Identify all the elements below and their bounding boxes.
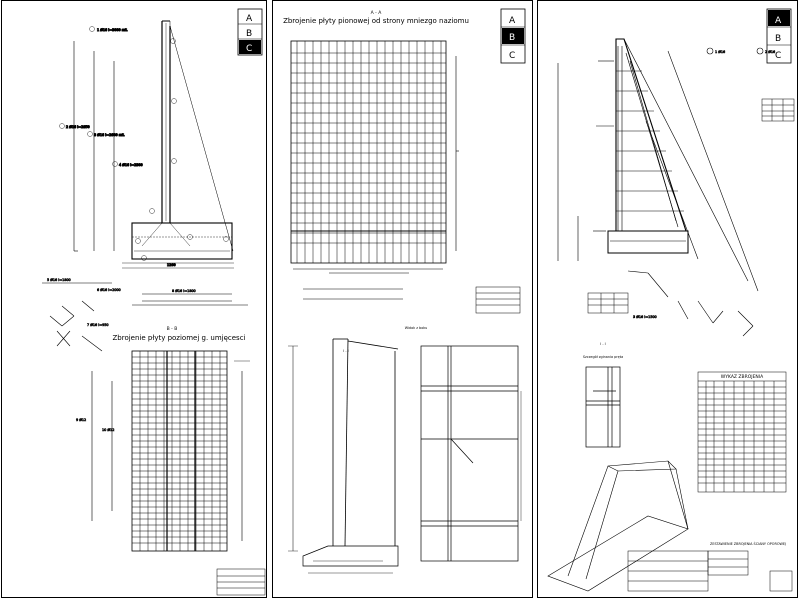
sheet-3-abc-c: C [775, 51, 781, 61]
sheet-2-plan-title: Zbrojenie płyty pionowej od strony mniez… [283, 17, 469, 25]
sheet-2-wall-side-view [288, 338, 399, 574]
svg-text:10 Ø12: 10 Ø12 [102, 427, 114, 432]
sheet-2-drawing: A B C A - A Zbrojenie płyty pionowej od … [283, 8, 526, 574]
sheet-1-callouts [135, 38, 229, 261]
sheet-1-reinforcement-grid [131, 350, 250, 552]
sheet-1-drawing: A B C 1200 1 Ø16 l [42, 8, 266, 596]
svg-text:1 Ø16: 1 Ø16 [715, 49, 725, 54]
sheet-1-abc-block: A B C [237, 8, 263, 56]
sheet-3-abc-block: A B C [766, 8, 792, 64]
drawing-sheet-1: A B C 1200 1 Ø16 l [1, 0, 267, 598]
sheet-1-abc-b: B [246, 29, 252, 39]
sheet-3-bent-bars: 3 Ø16 l=1500 [627, 270, 754, 337]
sheet-3-isometric-wall [547, 460, 689, 592]
sheet-3-abc-b: B [775, 34, 781, 44]
sheet-1-plan-title: Zbrojenie płyty poziomej g. umjęcesci [112, 334, 245, 342]
svg-text:5 Ø16 l=1800: 5 Ø16 l=1800 [47, 277, 71, 282]
svg-text:2 Ø16 l=2850: 2 Ø16 l=2850 [66, 124, 90, 129]
sheet-2-abc-c: C [509, 51, 515, 61]
svg-text:1200: 1200 [167, 263, 176, 267]
svg-text:8 Ø16 l=1800: 8 Ø16 l=1800 [172, 288, 196, 293]
sheet-3-detail-subtitle: Szczegół zginania pręta [583, 355, 623, 359]
sheet-3-schedule-table [697, 371, 787, 493]
sheet-3-detail [585, 366, 621, 448]
sheet-1-section-title: B - B [167, 326, 178, 332]
svg-text:1 Ø16 l=3000 szt.: 1 Ø16 l=3000 szt. [97, 27, 128, 32]
sheet-3-detail-title: I - I [600, 342, 605, 346]
svg-text:3 Ø16 l=1500: 3 Ø16 l=1500 [633, 314, 657, 319]
sheet-3-small-tables [587, 98, 795, 314]
drawing-sheet-2: A B C A - A Zbrojenie płyty pionowej od … [272, 0, 533, 598]
sheet-3-wall-section: 1 Ø16 2 Ø16 [557, 38, 776, 292]
sheet-2-note-box [475, 286, 521, 314]
svg-text:4 Ø16 l=2300: 4 Ø16 l=2300 [119, 162, 143, 167]
sheet-1-abc-a: A [246, 14, 253, 24]
sheet-2-abc-block: A B C [500, 8, 526, 64]
sheet-2-lower-left-title: I - I [343, 349, 348, 353]
svg-text:3 Ø16 l=2600 szt.: 3 Ø16 l=2600 szt. [94, 132, 125, 137]
sheet-3-title-block [627, 550, 793, 592]
sheet-1-small-bars: 5 Ø16 l=1800 6 Ø16 l=2000 7 Ø16 l=950 8 … [42, 277, 248, 352]
svg-text:9 Ø12: 9 Ø12 [76, 417, 86, 422]
sheet-2-abc-a: A [509, 16, 516, 26]
sheet-1-wall-section: 1200 [122, 20, 234, 269]
sheet-1-abc-c: C [246, 44, 252, 54]
sheet-2-wall-elevation [420, 345, 522, 562]
svg-text:2 Ø16: 2 Ø16 [765, 49, 775, 54]
svg-text:6 Ø16 l=2000: 6 Ø16 l=2000 [97, 287, 121, 292]
sheet-2-abc-b: B [509, 33, 515, 43]
sheet-2-lower-right-title: Widok z boku [405, 326, 428, 330]
svg-text:7 Ø16 l=950: 7 Ø16 l=950 [87, 322, 109, 327]
drawing-sheet-3: A B C 1 Ø16 2 Ø16 [537, 0, 798, 598]
sheet-2-section-title: A - A [371, 10, 383, 16]
sheet-3-drawing: A B C 1 Ø16 2 Ø16 [547, 8, 795, 592]
sheet-3-bottom-text: ZESTAWIENIE ZBROJENIA ŚCIANY OPOROWEJ [710, 541, 786, 546]
sheet-1-left-bars: 9 Ø12 10 Ø12 [76, 371, 115, 521]
sheet-2-reinforcement-grid [290, 40, 459, 300]
sheet-1-bar-bending: 1 Ø16 l=3000 szt. 2 Ø16 l=2850 3 Ø16 l=2… [59, 26, 143, 252]
sheet-3-schedule-title: WYKAZ ZBROJENIA [721, 374, 764, 380]
sheet-1-title-block [216, 568, 266, 596]
sheet-3-abc-a: A [775, 16, 782, 26]
